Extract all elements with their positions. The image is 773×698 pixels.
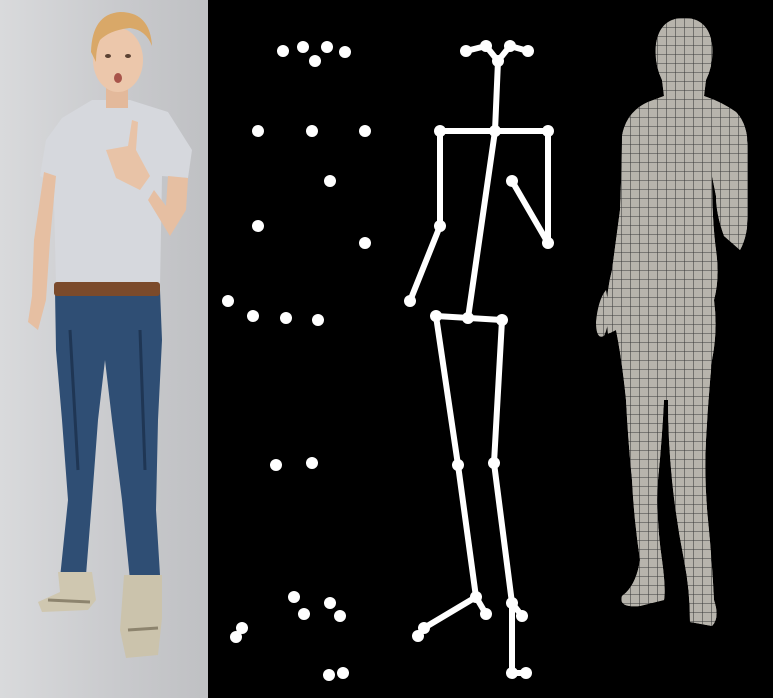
keypoint [312, 314, 324, 326]
left-shin [458, 465, 476, 597]
keypoint [298, 608, 310, 620]
keypoint [324, 175, 336, 187]
skeleton-panel [410, 46, 548, 673]
neck-bone [495, 61, 498, 131]
skeleton-joints [404, 40, 554, 679]
person-photo-panel [0, 0, 212, 698]
person-photo [0, 0, 212, 698]
belt [54, 282, 160, 296]
keypoint [334, 610, 346, 622]
keypoint [306, 125, 318, 137]
keypoint [277, 45, 289, 57]
spine-bone [468, 131, 495, 318]
keypoint [309, 55, 321, 67]
keypoint [323, 669, 335, 681]
mesh-lowered-hand [596, 290, 609, 337]
keypoints-panel [222, 41, 371, 681]
keypoint [230, 631, 242, 643]
keypoint [297, 41, 309, 53]
keypoint [222, 295, 234, 307]
keypoint [339, 46, 351, 58]
left-forearm [410, 226, 440, 301]
keypoint [252, 125, 264, 137]
right-forearm [512, 181, 548, 243]
keypoint [324, 597, 336, 609]
right-boot [120, 575, 162, 658]
keypoint [321, 41, 333, 53]
keypoint [288, 591, 300, 603]
keypoint [359, 125, 371, 137]
left-thigh [436, 316, 458, 465]
left-arm [28, 172, 56, 330]
keypoint [359, 237, 371, 249]
render-panel [208, 0, 773, 698]
keypoint [247, 310, 259, 322]
right-thigh [494, 320, 502, 463]
keypoint [270, 459, 282, 471]
render-svg [208, 0, 773, 698]
keypoint [306, 457, 318, 469]
left-boot [38, 572, 96, 612]
body-mesh [596, 18, 748, 626]
keypoint [337, 667, 349, 679]
right-shin [494, 463, 512, 603]
keypoint [280, 312, 292, 324]
keypoint [252, 220, 264, 232]
